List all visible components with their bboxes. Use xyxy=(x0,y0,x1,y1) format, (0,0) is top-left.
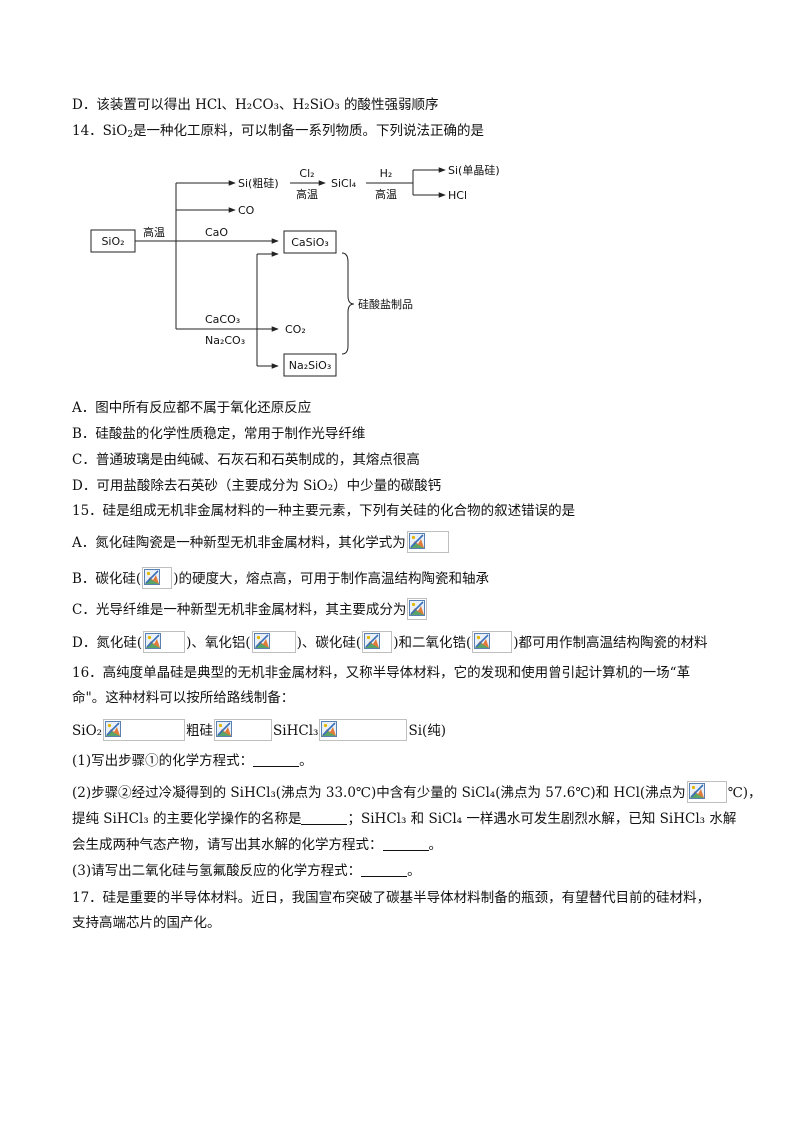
hcl-label: HCl xyxy=(448,189,467,202)
na2co3-label: Na₂CO₃ xyxy=(205,334,245,347)
co-label: CO xyxy=(238,204,255,217)
q14-flow-diagram: SiO₂ 高温 Si(粗硅) Cl₂ 高温 SiCl₄ H₂ 高温 Si(单晶硅… xyxy=(90,164,500,377)
q16-p3-pre: (3)请写出二氧化硅与氢氟酸反应的化学方程式： xyxy=(72,863,362,879)
broken-image-icon xyxy=(689,783,705,799)
answer-blank[interactable] xyxy=(253,754,300,767)
q15-option-d: D．氮化硅( )、氧化铝( )、碳化硅( )和二氧化锆( )都可用作制高温结构陶瓷的材料 xyxy=(72,631,708,653)
q16-part2-line3: 会生成两种气态产物，请写出其水解的化学方程式： 。 xyxy=(72,836,442,854)
q15-option-c: C．光导纤维是一种新型无机非金属材料，其主要成分为 xyxy=(72,598,428,620)
q14-option-c: C．普通玻璃是由纯碱、石灰石和石英制成的，其熔点很高 xyxy=(72,452,420,468)
q16-stem-line1: 16．高纯度单晶硅是典型的无机非金属材料，又称半导体材料，它的发现和使用曾引起计… xyxy=(72,665,691,681)
q15-option-a: A．氮化硅陶瓷是一种新型无机非金属材料，其化学式为 xyxy=(72,531,450,553)
na2sio3-box xyxy=(283,353,337,377)
q16-p2-line2-pre: 提纯 SiHCl₃ 的主要化学操作的名称是 xyxy=(72,811,302,827)
route-crude-si: 粗硅 xyxy=(186,723,214,739)
q14-stem: 14．SiO2是一种化工原料，可以制备一系列物质。下列说法正确的是 xyxy=(72,122,484,140)
q16-part1: (1)写出步骤①的化学方程式： 。 xyxy=(72,752,313,770)
high-temp-label-3: 高温 xyxy=(375,187,397,201)
formula-image-placeholder xyxy=(472,631,513,653)
q16-route: SiO₂ 粗硅 SiHCl₃ Si(纯) xyxy=(72,719,446,741)
route-sio2: SiO₂ xyxy=(72,723,103,739)
q15-c-text: C．光导纤维是一种新型无机非金属材料，其主要成分为 xyxy=(72,602,407,618)
answer-blank[interactable] xyxy=(361,864,408,877)
q16-p1-pre: (1)写出步骤①的化学方程式： xyxy=(72,753,254,769)
q16-p2-post: ℃)， xyxy=(727,785,762,801)
answer-blank[interactable] xyxy=(301,812,348,825)
cl2-label: Cl₂ xyxy=(299,167,314,180)
route-sihcl3: SiHCl₃ xyxy=(273,723,319,739)
q16-p1-post: 。 xyxy=(299,753,313,769)
sicl4-label: SiCl₄ xyxy=(331,177,357,190)
formula-image-placeholder xyxy=(407,598,428,620)
high-temp-label-1: 高温 xyxy=(143,225,165,239)
broken-image-icon xyxy=(364,633,380,649)
broken-image-icon xyxy=(216,721,232,737)
silicate-products-label: 硅酸盐制品 xyxy=(358,297,413,311)
q15-option-b: B．碳化硅( )的硬度大，熔点高，可用于制作高温结构陶瓷和轴承 xyxy=(72,567,489,589)
broken-image-icon xyxy=(254,633,270,649)
route-pure-si: Si(纯) xyxy=(408,723,447,739)
high-temp-label-2: 高温 xyxy=(296,187,318,201)
q14-option-a: A．图中所有反应都不属于氧化还原反应 xyxy=(72,400,312,416)
co2-label: CO₂ xyxy=(285,323,306,336)
reaction-arrow-image-2 xyxy=(214,719,273,741)
broken-image-icon xyxy=(321,721,337,737)
q15-a-text: A．氮化硅陶瓷是一种新型无机非金属材料，其化学式为 xyxy=(72,535,406,551)
si-single-label: Si(单晶硅) xyxy=(448,164,500,177)
h2-label: H₂ xyxy=(380,167,393,180)
broken-image-icon xyxy=(474,633,490,649)
q16-part3: (3)请写出二氧化硅与氢氟酸反应的化学方程式： 。 xyxy=(72,862,421,880)
broken-image-icon xyxy=(105,721,121,737)
cao-label: CaO xyxy=(205,226,228,239)
q14-stem-post: 是一种化工原料，可以制备一系列物质。下列说法正确的是 xyxy=(133,123,485,139)
na2sio3-label: Na₂SiO₃ xyxy=(289,359,332,372)
si-crude-label: Si(粗硅) xyxy=(238,177,279,190)
q15-d-pre: D．氮化硅( xyxy=(72,635,143,651)
broken-image-icon xyxy=(145,633,161,649)
formula-image-placeholder xyxy=(143,631,186,653)
q15-d-mid1: )、氧化铝( xyxy=(186,635,251,651)
q15-d-mid3: )和二氧化锆( xyxy=(393,635,472,651)
q16-p2-pre: (2)步骤②经过冷凝得到的 SiHCl₃(沸点为 33.0℃)中含有少量的 Si… xyxy=(72,785,686,801)
q14-option-d: D．可用盐酸除去石英砂（主要成分为 SiO₂）中少量的碳酸钙 xyxy=(72,478,442,494)
q14-option-b: B．硅酸盐的化学性质稳定，常用于制作光导纤维 xyxy=(72,426,366,442)
q15-stem: 15．硅是组成无机非金属材料的一种主要元素，下列有关硅的化合物的叙述错误的是 xyxy=(72,503,576,519)
value-image-placeholder xyxy=(686,781,727,803)
broken-image-icon xyxy=(409,533,425,549)
q16-p2-line2-post: ；SiHCl₃ 和 SiCl₄ 一样遇水可发生剧烈水解，已知 SiHCl₃ 水解 xyxy=(347,811,737,827)
q16-p3-post: 。 xyxy=(407,863,421,879)
caco3-label: CaCO₃ xyxy=(205,313,240,326)
casio3-label: CaSiO₃ xyxy=(291,236,329,249)
reaction-arrow-image-3 xyxy=(319,719,408,741)
sio2-label: SiO₂ xyxy=(101,235,124,248)
q16-part2-line2: 提纯 SiHCl₃ 的主要化学操作的名称是 ；SiHCl₃ 和 SiCl₄ 一样遇… xyxy=(72,810,736,828)
casio3-box xyxy=(283,230,337,254)
q15-b-post: )的硬度大，熔点高，可用于制作高温结构陶瓷和轴承 xyxy=(173,571,489,587)
answer-blank[interactable] xyxy=(382,838,429,851)
q13-option-d: D．该装置可以得出 HCl、H₂CO₃、H₂SiO₃ 的酸性强弱顺序 xyxy=(72,97,439,113)
formula-image-placeholder xyxy=(251,631,296,653)
q15-b-pre: B．碳化硅( xyxy=(72,571,142,587)
q16-p2-line3-post: 。 xyxy=(428,837,443,853)
q14-stem-sub: 2 xyxy=(127,130,134,140)
q16-p2-line3-pre: 会生成两种气态产物，请写出其水解的化学方程式： xyxy=(72,837,383,853)
q14-stem-pre: 14．SiO xyxy=(72,123,128,139)
formula-image-placeholder xyxy=(362,631,393,653)
q15-d-mid2: )、碳化硅( xyxy=(296,635,362,651)
formula-image-placeholder xyxy=(406,531,449,553)
q15-d-post: )都可用作制高温结构陶瓷的材料 xyxy=(513,635,708,651)
reaction-arrow-image-1 xyxy=(103,719,186,741)
broken-image-icon xyxy=(409,600,425,616)
q17-line1: 17．硅是重要的半导体材料。近日，我国宣布突破了碳基半导体材料制备的瓶颈，有望替… xyxy=(72,890,711,906)
q16-stem-line2: 命"。这种材料可以按所给路线制备： xyxy=(72,690,295,706)
broken-image-icon xyxy=(144,569,160,585)
q16-part2-line1: (2)步骤②经过冷凝得到的 SiHCl₃(沸点为 33.0℃)中含有少量的 Si… xyxy=(72,781,762,803)
q17-line2: 支持高端芯片的国产化。 xyxy=(72,915,221,931)
formula-image-placeholder xyxy=(142,567,173,589)
